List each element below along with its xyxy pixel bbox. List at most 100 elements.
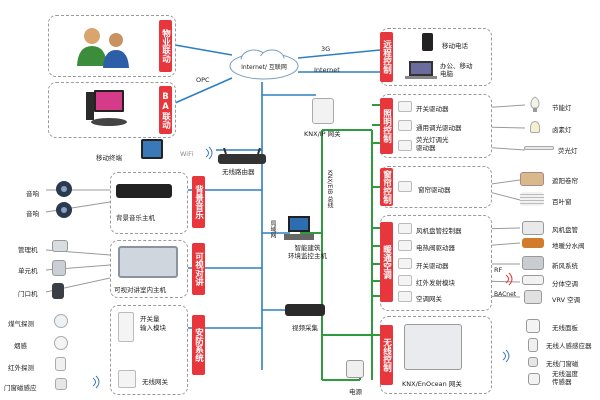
sensor-2: 红外探测 xyxy=(8,364,34,372)
laptop-label: 办公、移动 电脑 xyxy=(440,62,473,78)
door-sensor-icon xyxy=(55,378,67,390)
infrared-detector-icon xyxy=(55,357,66,371)
sensor-3: 门窗磁感应 xyxy=(4,384,37,392)
hvac-driver-0: 风机盘管控制器 xyxy=(416,227,462,235)
power-supply-icon xyxy=(346,360,364,378)
hvac-driver-3-icon xyxy=(398,275,412,286)
music-host-label: 背景音乐主机 xyxy=(116,214,155,222)
lighting-driver-1: 通用调光驱动器 xyxy=(416,124,462,132)
link-3g-label: 3G xyxy=(321,45,331,53)
monitor-host-icon xyxy=(284,216,314,240)
curtain-driver-label: 窗帘驱动器 xyxy=(418,186,451,194)
lamp-0: 节能灯 xyxy=(552,104,572,112)
power-label: 电源 xyxy=(349,388,362,396)
laptop-icon xyxy=(405,61,437,79)
gas-detector-icon xyxy=(54,314,68,328)
sensor-0: 煤气探测 xyxy=(8,320,34,328)
music-host-icon xyxy=(116,184,172,198)
link-property-internet xyxy=(174,44,233,56)
curtain-item-0: 遮阳卷帘 xyxy=(552,177,578,185)
door-station-icon xyxy=(52,283,64,299)
knx-ip-gateway-label: KNX/IP 网关 xyxy=(304,130,341,138)
hvac-driver-1: 电热阀驱动器 xyxy=(416,244,455,252)
speaker-1-label: 音响 xyxy=(26,190,39,198)
wifi-label: WiFi xyxy=(180,150,194,158)
switch-input-module-icon xyxy=(118,312,134,342)
hvac-item-3: 分体空调 xyxy=(552,280,578,288)
ba-tag: BA联动 xyxy=(159,86,172,134)
hvac-driver-1-icon xyxy=(398,240,412,251)
wireless-item-1: 无线人感感应器 xyxy=(546,342,592,350)
enocean-gateway-label: KNX/EnOcean 网关 xyxy=(402,380,462,388)
rf-signal-icon xyxy=(505,272,513,286)
wireless-tag: 无线控制 xyxy=(380,325,393,385)
video-capture-label: 视频采集 xyxy=(292,324,318,332)
wireless-motion-sensor-icon xyxy=(528,338,538,352)
curtain-item-1: 百叶窗 xyxy=(552,198,572,206)
switch-driver-icon xyxy=(398,101,412,112)
router-icon xyxy=(218,148,266,164)
hvac-tag: 暖通空调 xyxy=(380,222,393,302)
knx-ip-gateway-icon xyxy=(312,98,334,124)
lighting-tag: 照明控制 xyxy=(380,98,393,154)
sensor-1: 烟感 xyxy=(14,342,27,350)
management-unit-icon xyxy=(52,240,68,252)
security-tag: 安防系统 xyxy=(192,315,205,375)
fan-coil-icon xyxy=(522,221,544,235)
remote-tag: 远程控制 xyxy=(380,32,393,82)
fluorescent-driver-icon xyxy=(398,140,412,151)
lighting-driver-0: 开关驱动器 xyxy=(416,105,449,113)
lan-label: 局域网 xyxy=(269,220,276,238)
split-ac-icon xyxy=(522,275,544,285)
hvac-driver-2: 开关驱动器 xyxy=(416,262,449,270)
lamp-1: 卤素灯 xyxy=(552,126,572,134)
bacnet-label: BACnet xyxy=(494,291,517,298)
vrv-ac-icon xyxy=(524,290,542,304)
switch-input-label: 开关量 输入模块 xyxy=(140,315,166,332)
enocean-gateway-icon xyxy=(404,324,462,370)
smart-host-label: 智能建筑 环境监控主机 xyxy=(288,244,327,260)
music-tag: 背景音乐 xyxy=(192,176,205,228)
intercom-tag: 可视对讲 xyxy=(192,243,205,295)
internet-cloud-icon xyxy=(229,49,299,80)
wireless-temp-sensor-icon xyxy=(528,373,540,385)
people-icon xyxy=(77,28,129,68)
intercom-host-label: 可视对讲室内主机 xyxy=(114,286,166,294)
wireless-gateway-label: 无线网关 xyxy=(142,378,168,386)
wireless-wave-icon xyxy=(502,349,510,363)
router-label: 无线路由器 xyxy=(222,168,255,176)
wireless-item-0: 无线面板 xyxy=(552,324,578,332)
intercom-item-1: 单元机 xyxy=(18,267,38,275)
dimmer-driver-icon xyxy=(398,120,412,131)
roller-blind-icon xyxy=(520,172,544,186)
video-capture-icon xyxy=(285,304,325,316)
property-tag: 物业联动 xyxy=(159,20,172,72)
hvac-driver-3: 红外发射模块 xyxy=(416,279,455,287)
speaker-2-label: 音响 xyxy=(26,210,39,218)
hvac-item-1: 地暖分水阀 xyxy=(552,242,585,250)
computer-icon xyxy=(86,90,127,126)
wireless-door-sensor-icon xyxy=(528,357,538,367)
wireless-panel-icon xyxy=(526,319,540,333)
hvac-driver-2-icon xyxy=(398,258,412,269)
lighting-driver-2: 荧光灯调光 驱动器 xyxy=(416,136,449,152)
tablet-icon xyxy=(141,139,163,159)
fluorescent-lamp-icon xyxy=(524,146,554,150)
mobile-phone-icon xyxy=(422,33,433,51)
link-internet-label: Internet xyxy=(314,66,340,74)
floor-heating-valve-icon xyxy=(522,238,544,248)
wireless-signal-icon xyxy=(92,375,100,389)
intercom-item-2: 门口机 xyxy=(18,290,38,298)
wireless-item-3: 无线温度 传感器 xyxy=(552,370,578,386)
internet-label: Internet/ 互联网 xyxy=(241,64,287,71)
speaker-icon xyxy=(56,181,72,218)
lamp-2: 荧光灯 xyxy=(558,147,578,155)
halogen-lamp-icon xyxy=(530,121,540,133)
energy-saving-lamp-icon xyxy=(530,96,540,112)
wifi-waves-icon xyxy=(205,146,213,160)
unit-machine-icon xyxy=(52,260,66,276)
hvac-item-4: VRV 空调 xyxy=(552,296,581,304)
hvac-driver-4-icon xyxy=(398,291,412,302)
intercom-host-icon xyxy=(118,246,178,278)
intercom-item-0: 管理机 xyxy=(18,246,38,254)
